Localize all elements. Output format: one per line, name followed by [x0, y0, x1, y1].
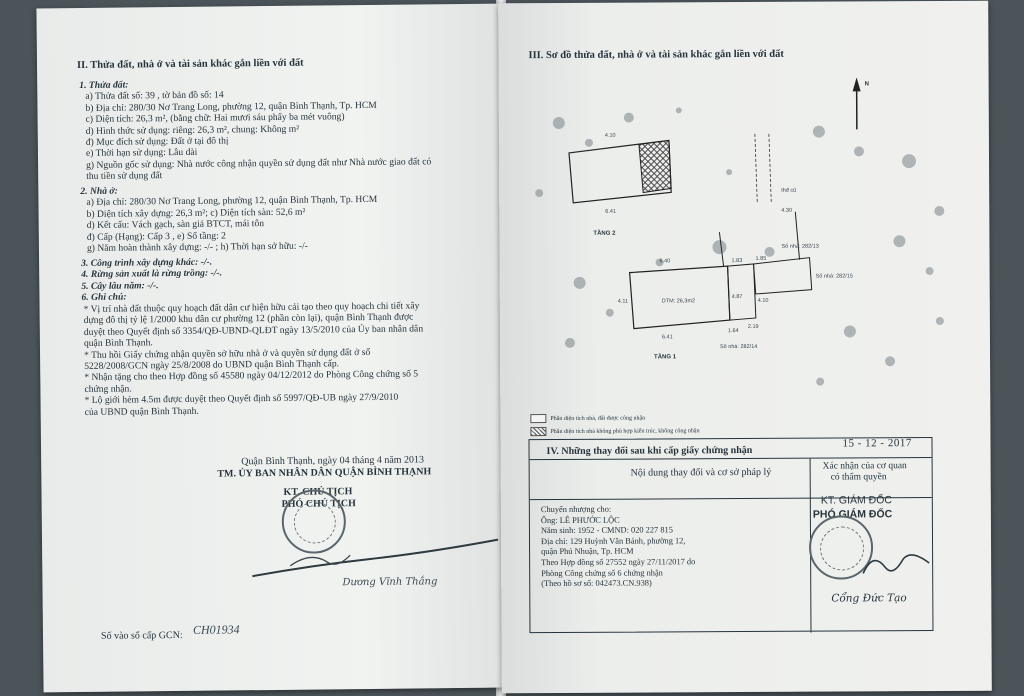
floor1-main-outline: [628, 265, 731, 330]
notes-block: * Vị trí nhà đất thuộc quy hoạch đất dân…: [84, 300, 424, 418]
change-line: Ông: LÊ PHƯỚC LỘC: [540, 515, 620, 525]
dim-label: 6.41: [605, 209, 616, 215]
parcel-number-label: Số nhà: 282/14: [720, 344, 757, 350]
change-line: Năm sinh: 1952 - CMND: 020 227 815: [540, 525, 673, 536]
neighbor-parcel-outline: [753, 257, 813, 295]
boundary-line: [794, 211, 801, 260]
land-plot-diagram: N TẦNG 2 4.10 6.41 4.30 thđ cũ DTM: 26,3…: [535, 77, 945, 386]
dim-label: 2.19: [748, 324, 759, 330]
alley-line: [754, 133, 758, 202]
other-assets-block: 3. Công trình xây dựng khác: -/-. 4. Rừn…: [81, 257, 222, 304]
change-line: Phòng Công chứng số 6 chứng nhận: [541, 567, 663, 578]
floor1-label: TẦNG 1: [654, 353, 677, 360]
dim-label: 4.87: [732, 294, 743, 300]
register-number-label: Số vào sổ cấp GCN:: [100, 629, 183, 642]
north-arrow-head-icon: [852, 77, 861, 92]
dim-label: 1.64: [728, 328, 739, 334]
land-line: thu tiền sử dụng đất: [86, 170, 163, 183]
changes-title: IV. Những thay đổi sau khi cấp giấy chứn…: [546, 444, 753, 458]
alley-line: [768, 133, 772, 202]
land-info-block: 1. Thửa đất: a) Thửa đất số: 39 , tờ bản…: [79, 76, 431, 182]
dim-label: 4.10: [758, 298, 769, 304]
change-line: (Theo hồ sơ số: 042473.CN.938): [541, 578, 652, 589]
signature-stroke-icon: [252, 538, 499, 578]
floor2-hatched-area: [638, 139, 672, 194]
change-line: Địa chỉ: 129 Huỳnh Văn Bánh, phường 12,: [540, 536, 686, 546]
changes-date: 15 - 12 - 2017: [842, 437, 912, 450]
dim-label: 1.85: [756, 256, 767, 262]
issuing-authority: TM. ỦY BAN NHÂN DÂN QUẬN BÌNH THẠNH: [217, 466, 432, 480]
legend-unrecognized: Phần diện tích nhà không phù hợp kiến tr…: [550, 428, 700, 436]
dim-label: 6.40: [660, 258, 671, 264]
confirm-kt: KT. GIÁM ĐỐC: [820, 494, 893, 507]
misc-line: 6. Ghi chú:: [81, 291, 127, 304]
change-line: Chuyển nhượng cho:: [540, 504, 612, 515]
legend-recognized: Phần diện tích nhà, đất được công nhận: [550, 415, 646, 423]
parcel-number-label: Số nhà: 282/13: [781, 244, 818, 250]
certificate-right-page: III. Sơ đồ thửa đất, nhà ở và tài sản kh…: [498, 0, 992, 694]
changes-column-content: Nội dung thay đổi và cơ sở pháp lý: [630, 466, 772, 479]
diagram-title: III. Sơ đồ thửa đất, nhà ở và tài sản kh…: [528, 48, 784, 62]
parcel-number-label: Số nhà: 282/15: [816, 273, 853, 279]
changes-column-confirmation: Xác nhận của cơ quan: [822, 461, 907, 472]
boundary-line: [718, 232, 725, 267]
dim-label: 6.41: [662, 334, 673, 340]
house-line: g) Năm hoàn thành xây dựng: -/- ; h) Thờ…: [86, 240, 308, 254]
dim-label: 1.83: [732, 258, 743, 264]
house-info-block: 2. Nhà ở: a) Địa chỉ: 280/30 Nơ Trang Lo…: [80, 183, 378, 255]
signature-stroke-icon: [862, 554, 930, 574]
change-line: quận Phú Nhuận, Tp. HCM: [541, 546, 634, 557]
dim-label: 4.10: [605, 133, 616, 139]
north-label: N: [865, 81, 869, 87]
thd-label: thđ cũ: [781, 188, 796, 194]
dim-label: 4.30: [781, 208, 792, 214]
confirm-signer-name: Cổng Đức Tạo: [831, 592, 907, 605]
change-line: Theo Hợp đồng số 27552 ngày 27/11/2017 d…: [541, 557, 696, 568]
floor2-outline: [568, 139, 672, 204]
legend-swatch-unrecognized: [530, 427, 547, 437]
parcel-area-label: DTM: 26,3m2: [662, 298, 695, 304]
changes-content: Chuyển nhượng cho: Ông: LÊ PHƯỚC LỘC Năm…: [541, 504, 696, 590]
misc-line: 4. Rừng sản xuất là rừng trồng: -/-.: [81, 267, 223, 281]
certificate-left-page: II. Thửa đất, nhà ở và tài sản khác gắn …: [36, 3, 506, 693]
floor1-annex-outline: [727, 263, 757, 321]
dim-label: 4.11: [618, 299, 628, 305]
register-number-value: CH01934: [192, 622, 240, 637]
paper-texture: [535, 107, 945, 386]
floor2-label: TẦNG 2: [593, 230, 616, 237]
legend-swatch-recognized: [530, 414, 547, 424]
section-title: II. Thửa đất, nhà ở và tài sản khác gắn …: [76, 57, 304, 72]
changes-column-confirmation: có thẩm quyền: [830, 472, 887, 483]
signer-name: Dương Vĩnh Thắng: [342, 576, 438, 589]
